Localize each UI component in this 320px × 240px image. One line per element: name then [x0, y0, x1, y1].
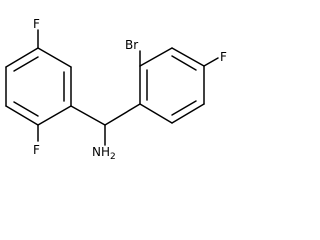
amine-symbol: NH	[92, 145, 110, 159]
molecule-structure: F F Br F NH2	[5, 17, 227, 162]
bond-b4	[171, 103, 205, 124]
bond-center-to-ring-b	[104, 103, 141, 126]
atom-label-br: Br	[125, 38, 138, 52]
atom-label-f-top: F	[33, 17, 40, 31]
bond-a4	[37, 105, 72, 126]
bond-b1	[139, 47, 173, 67]
ring-b-bonds	[139, 47, 205, 124]
bond-a-inner-3	[13, 101, 39, 117]
bond-b-inner-2	[171, 55, 197, 71]
bond-b-inner-3	[171, 100, 197, 116]
bond-a-inner-1	[13, 56, 39, 72]
bond-ring-a-to-center	[70, 105, 106, 126]
amine-subscript: 2	[110, 152, 116, 162]
molecule-canvas: F F Br F NH2	[5, 17, 227, 162]
ring-a-bonds	[5, 47, 72, 126]
bond-b5	[139, 103, 173, 124]
atom-label-f-right: F	[220, 50, 227, 64]
bond-ring-b-to-f	[203, 57, 219, 67]
atom-label-f-bottom: F	[33, 143, 40, 157]
substituent-bonds	[37, 29, 219, 146]
atom-label-amine: NH2	[92, 145, 116, 162]
bond-b2	[171, 47, 205, 67]
bond-a1	[5, 47, 39, 68]
bond-a2	[37, 47, 72, 68]
bond-a5	[5, 105, 39, 126]
